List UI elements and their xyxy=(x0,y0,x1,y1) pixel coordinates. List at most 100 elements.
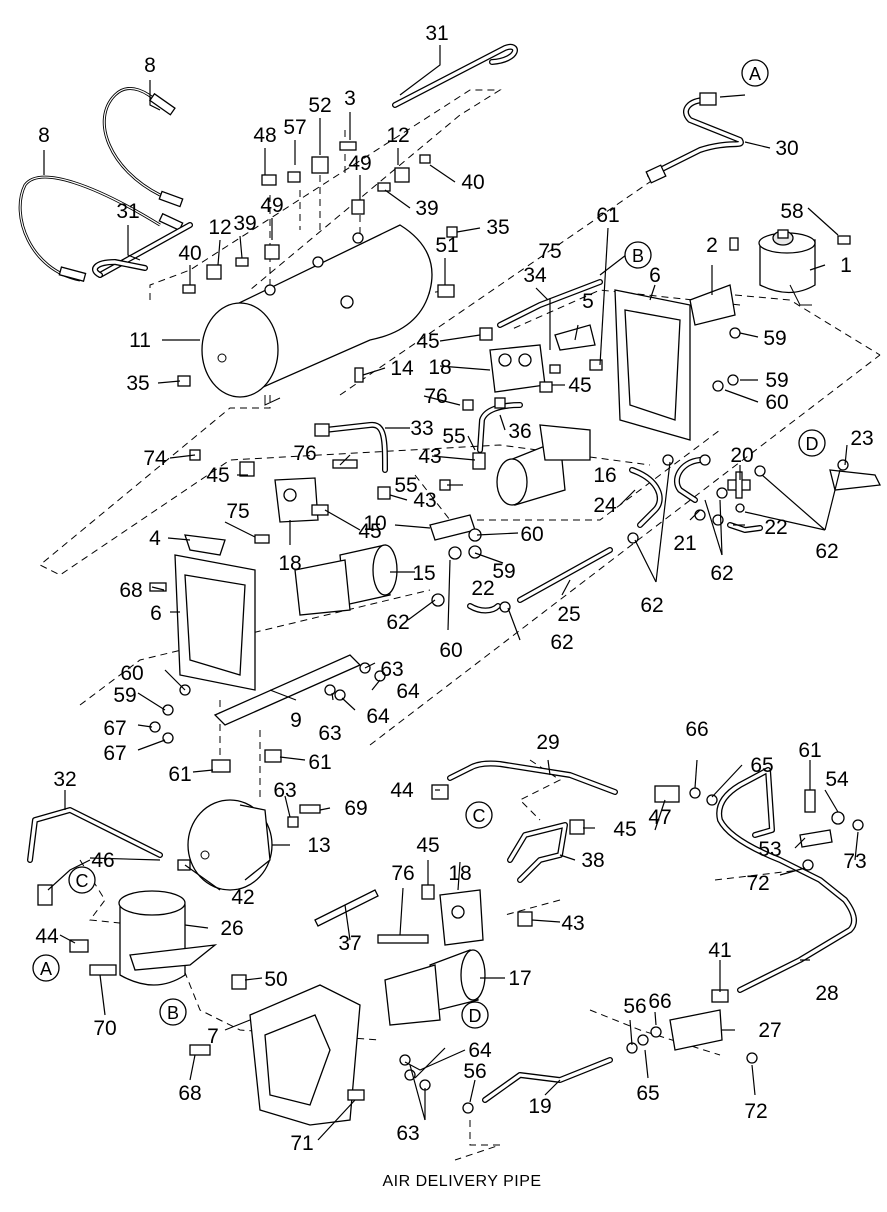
bracket-4 xyxy=(184,534,226,556)
ref-B-top: B xyxy=(632,246,644,266)
label-45-d: 45 xyxy=(358,520,381,543)
label-40-left: 40 xyxy=(178,242,201,265)
label-22-mid: 22 xyxy=(471,577,494,600)
hose-22-right xyxy=(727,522,763,533)
label-59-left: 59 xyxy=(113,684,136,707)
label-32: 32 xyxy=(53,768,76,791)
ref-D-low: D xyxy=(469,1006,482,1026)
label-5: 5 xyxy=(582,290,594,313)
pipe-36 xyxy=(477,402,523,453)
label-45-e: 45 xyxy=(613,818,636,841)
label-23: 23 xyxy=(850,427,873,450)
label-60-low: 60 xyxy=(439,639,462,662)
ref-A-left: A xyxy=(40,959,52,979)
label-19: 19 xyxy=(528,1095,551,1118)
label-64-low: 64 xyxy=(468,1039,492,1062)
fitting-20 xyxy=(727,471,751,499)
label-68-low: 68 xyxy=(178,1082,201,1105)
label-60-mid: 60 xyxy=(520,523,543,546)
label-76-top: 76 xyxy=(424,385,447,408)
hose-19 xyxy=(482,1057,613,1103)
label-60-top: 60 xyxy=(765,391,788,414)
label-60-left: 60 xyxy=(120,662,143,685)
label-36: 36 xyxy=(508,420,531,443)
chamber-13 xyxy=(187,799,273,891)
label-29: 29 xyxy=(536,731,559,754)
booster-16 xyxy=(496,424,591,506)
pipe-25 xyxy=(517,547,613,603)
label-59-mid: 59 xyxy=(765,369,788,392)
label-17: 17 xyxy=(508,967,531,990)
label-66-top: 66 xyxy=(685,718,708,741)
label-45-b: 45 xyxy=(568,374,591,397)
bracket-6-lower xyxy=(174,554,256,691)
part-number-labels: 31 8 8 31 3 52 57 48 12 40 49 39 49 12 3… xyxy=(35,22,873,1155)
label-63-b: 63 xyxy=(318,722,341,745)
label-62-d: 62 xyxy=(710,562,733,585)
bracket-23 xyxy=(829,469,881,491)
label-73: 73 xyxy=(843,850,866,873)
hose-8-right xyxy=(102,87,184,208)
pipe-30 xyxy=(645,92,744,184)
label-75-mid: 75 xyxy=(226,500,249,523)
label-12-top: 12 xyxy=(386,124,409,147)
label-16: 16 xyxy=(593,464,616,487)
bracket-6-upper xyxy=(614,289,691,441)
label-11: 11 xyxy=(129,329,151,352)
reference-bubbles: A B D C C A B D xyxy=(32,59,826,1029)
label-75-top: 75 xyxy=(538,240,561,263)
pipe-29 xyxy=(447,760,618,795)
bracket-2 xyxy=(689,284,736,326)
ref-C-left: C xyxy=(76,871,89,891)
pipe-34 xyxy=(497,279,603,328)
label-68-top: 68 xyxy=(119,579,142,602)
label-64-b: 64 xyxy=(366,705,390,728)
label-49-top: 49 xyxy=(348,152,371,175)
label-22-right: 22 xyxy=(764,516,787,539)
hose-21 xyxy=(673,457,703,503)
air-delivery-pipe-caption: AIR DELIVERY PIPE xyxy=(382,1173,541,1190)
hose-22-mid xyxy=(467,603,501,614)
label-50: 50 xyxy=(264,968,287,991)
loop-pipe-28 xyxy=(716,767,857,993)
air-tank-11 xyxy=(201,224,433,406)
label-39-top: 39 xyxy=(415,197,438,220)
bracket-7 xyxy=(249,984,361,1126)
label-69: 69 xyxy=(344,797,367,820)
label-25: 25 xyxy=(557,603,580,626)
valve-18-middle xyxy=(274,477,319,523)
label-63-low: 63 xyxy=(396,1122,419,1145)
label-55-a: 55 xyxy=(442,425,465,448)
label-47: 47 xyxy=(648,806,671,829)
label-20: 20 xyxy=(730,444,753,467)
label-2: 2 xyxy=(706,234,718,257)
label-76-mid: 76 xyxy=(293,442,316,465)
ref-D-top: D xyxy=(806,434,819,454)
label-21: 21 xyxy=(673,532,696,555)
label-62-b: 62 xyxy=(550,631,573,654)
label-31-top: 31 xyxy=(425,22,448,45)
label-74: 74 xyxy=(143,447,167,470)
label-8-left: 8 xyxy=(38,124,50,147)
label-63-c: 63 xyxy=(273,779,296,802)
label-43-low: 43 xyxy=(561,912,584,935)
leader-lines xyxy=(43,45,859,1141)
ref-C-mid: C xyxy=(473,806,486,826)
label-62-a: 62 xyxy=(386,611,409,634)
label-72-mid: 72 xyxy=(746,872,769,895)
label-18-low: 18 xyxy=(448,862,471,885)
label-61-mid: 61 xyxy=(308,751,331,774)
label-72-low: 72 xyxy=(744,1100,767,1123)
label-33: 33 xyxy=(410,417,433,440)
label-55-b: 55 xyxy=(394,474,417,497)
pipe-31-lower xyxy=(92,222,193,278)
valve-18-lower xyxy=(439,889,484,946)
label-52: 52 xyxy=(308,94,331,117)
label-42: 42 xyxy=(231,886,254,909)
label-61-top: 61 xyxy=(596,204,619,227)
label-46: 46 xyxy=(91,849,114,872)
label-65-top: 65 xyxy=(750,754,773,777)
label-67-b: 67 xyxy=(103,742,126,765)
clamp-53 xyxy=(799,829,833,848)
